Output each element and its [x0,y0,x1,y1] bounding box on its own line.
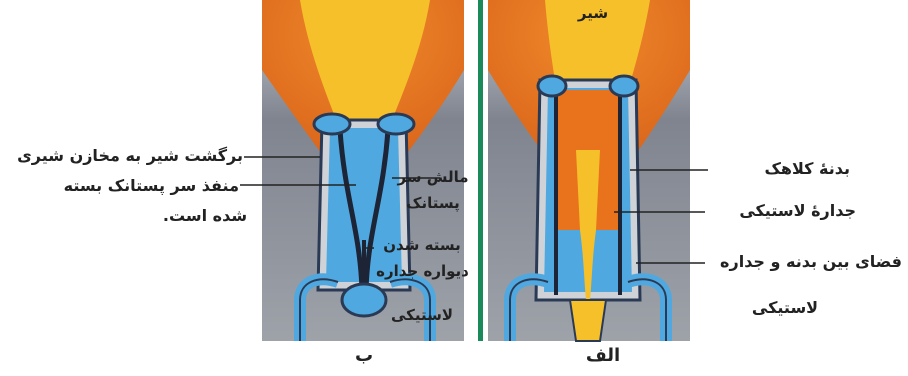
label-milk: شیر [568,4,618,22]
label-milk-return: برگشت شیر به مخازن شیری [15,146,243,165]
label-teat-massage-line2: پستانک [388,194,478,212]
label-space-line2: لاستیکی [730,298,840,317]
caption-a: الف [578,345,628,366]
caption-b: ب [342,345,386,366]
label-cup-body: بدنۀ کلاهک [710,159,850,178]
label-wall-closing-line3: لاستیکی [372,306,472,324]
label-wall-closing-line1: بسته شدن [372,236,472,254]
label-wall-closing-line2: دیواره جداره [365,262,480,280]
label-space-line1: فضای بین بدنه و جداره [706,252,902,271]
label-teat-massage-line1: مالش سر [388,168,478,186]
label-teat-opening-line2: شده است. [150,206,260,225]
panel-divider [478,0,483,341]
label-rubber-liner: جدارۀ لاستیکی [706,201,856,220]
label-teat-opening-line1: منفذ سر پستانک بسته [15,176,239,195]
